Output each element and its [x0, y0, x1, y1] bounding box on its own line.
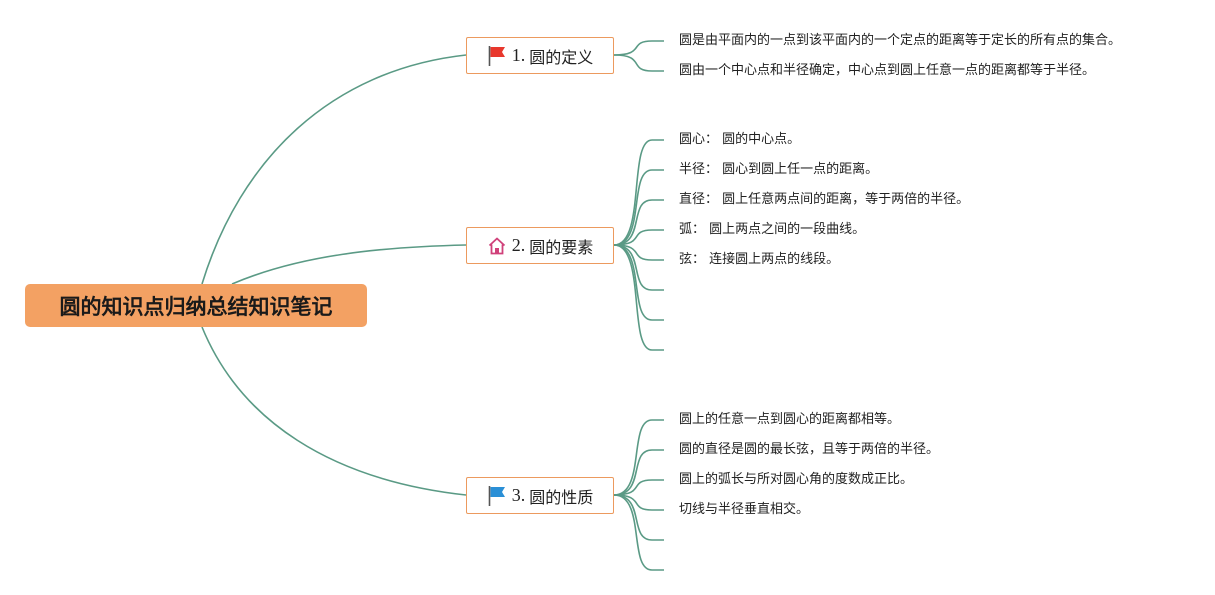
root-connector [201, 326, 467, 496]
branch-label: 圆的要素 [529, 237, 594, 257]
branch-topic-properties[interactable]: 3. 圆的性质 [466, 477, 614, 514]
leaf-connector [613, 494, 664, 541]
leaf-topic[interactable]: 圆由一个中心点和半径确定，中心点到圆上任意一点的距离都等于半径。 [679, 63, 1096, 78]
leaf-topic[interactable]: 圆心： 圆的中心点。 [679, 132, 801, 147]
leaf-connector [613, 494, 664, 511]
leaf-topic[interactable]: 圆上的弧长与所对圆心角的度数成正比。 [679, 472, 914, 487]
leaf-topic[interactable]: 弦： 连接圆上两点的线段。 [679, 252, 840, 267]
leaf-connector [613, 54, 664, 72]
branch-topic-definition[interactable]: 1. 圆的定义 [466, 37, 614, 74]
red-flag-icon [487, 45, 507, 67]
branch-label: 圆的性质 [529, 487, 594, 507]
leaf-connector [613, 494, 664, 571]
leaf-topic[interactable]: 圆上的任意一点到圆心的距离都相等。 [679, 412, 901, 427]
branch-label: 圆的定义 [529, 47, 594, 67]
central-topic-label: 圆的知识点归纳总结知识笔记 [59, 294, 333, 319]
leaf-topic[interactable]: 圆的直径是圆的最长弦，且等于两倍的半径。 [679, 442, 940, 457]
leaf-topic[interactable]: 圆是由平面内的一点到该平面内的一个定点的距离等于定长的所有点的集合。 [679, 33, 1122, 48]
leaf-topic[interactable]: 直径： 圆上任意两点间的距离，等于两倍的半径。 [679, 192, 970, 207]
leaf-connector [613, 244, 664, 261]
branch-number: 2. [511, 235, 526, 255]
leaf-connector [613, 229, 664, 246]
branch-number: 3. [511, 485, 526, 505]
leaf-topic[interactable]: 半径： 圆心到圆上任一点的距离。 [679, 162, 879, 177]
branch-topic-elements[interactable]: 2. 圆的要素 [466, 227, 614, 264]
leaf-connector [613, 244, 664, 291]
leaf-connector [613, 419, 664, 496]
leaf-connector [613, 199, 664, 246]
leaf-connector [613, 244, 664, 351]
blue-flag-icon [487, 485, 507, 507]
leaf-connector [613, 479, 664, 496]
leaf-topic[interactable]: 切线与半径垂直相交。 [679, 502, 810, 517]
leaf-topic[interactable]: 弧： 圆上两点之间的一段曲线。 [679, 222, 866, 237]
root-connector [231, 244, 467, 285]
leaf-connector [613, 169, 664, 246]
leaf-connector [613, 449, 664, 496]
leaf-connector [613, 40, 664, 56]
branch-number: 1. [511, 45, 526, 65]
root-connector [201, 54, 467, 285]
leaf-connector [613, 139, 664, 246]
house-icon [487, 236, 507, 256]
central-topic[interactable]: 圆的知识点归纳总结知识笔记 [25, 284, 367, 327]
